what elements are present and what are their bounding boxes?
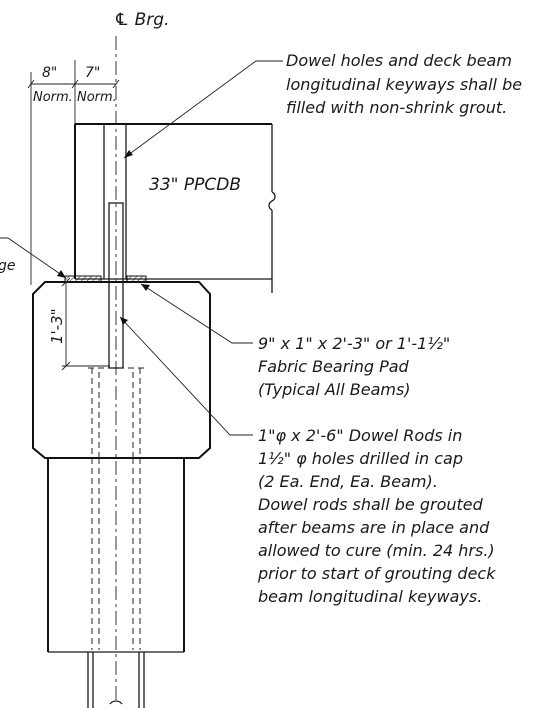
grout-note: Dowel holes and deck beam longitudinal k…	[286, 51, 522, 117]
dowel-leader-arrow	[120, 317, 128, 325]
bearing-pad-leader-arrow	[141, 284, 150, 291]
dim-right-note: Norm.	[77, 90, 117, 105]
grout-note-line-2: longitudinal keyways shall be	[286, 75, 522, 94]
dim-tick-2	[71, 79, 79, 89]
dim-left-note: Norm.	[33, 90, 73, 105]
dowel-note-line-6: allowed to cure (min. 24 hrs.)	[258, 541, 495, 560]
grout-note-line-3: filled with non-shrink grout.	[286, 98, 507, 117]
grout-leader	[123, 60, 283, 159]
dowel-note-line-5: after beams are in place and	[258, 518, 490, 537]
dowel-rods-note: 1"φ x 2'-6" Dowel Rods in 1½" φ holes dr…	[257, 426, 496, 606]
cut-off-leader	[0, 237, 67, 279]
grout-leader-arrow	[124, 150, 133, 158]
cap-depth-label: 1'-3"	[48, 308, 66, 344]
cap-dim-tick-top	[61, 277, 71, 287]
dowel-note-line-8: beam longitudinal keyways.	[258, 587, 482, 606]
pile-break-symbol	[109, 700, 123, 705]
bearing-pad-note-line-2: Fabric Bearing Pad	[258, 357, 410, 376]
dowel-leader	[119, 316, 253, 436]
bearing-pad-leader	[140, 283, 253, 344]
dim-left-value: 8"	[42, 65, 57, 81]
dim-tick-1	[27, 79, 35, 89]
dowel-note-line-1: 1"φ x 2'-6" Dowel Rods in	[258, 426, 462, 445]
bearing-pad-note: 9" x 1" x 2'-3" or 1'-1½" Fabric Bearing…	[258, 334, 450, 399]
bearing-pad-note-line-3: (Typical All Beams)	[258, 380, 411, 399]
beam-label: 33" PPCDB	[149, 175, 241, 195]
dim-right-value: 7"	[85, 65, 100, 81]
dowel-note-line-4: Dowel rods shall be grouted	[258, 495, 484, 514]
dowel-rod	[108, 202, 124, 369]
dowel-note-line-3: (2 Ea. End, Ea. Beam).	[258, 472, 438, 491]
pier-cap	[32, 281, 211, 459]
cut-off-leader-arrow	[57, 270, 66, 278]
beam-break-symbol	[268, 191, 276, 211]
centerline-label: ℄ Brg.	[114, 10, 170, 30]
dim-tick-3	[112, 79, 120, 89]
bearing-pad-note-line-1: 9" x 1" x 2'-3" or 1'-1½"	[258, 334, 450, 353]
grout-note-line-1: Dowel holes and deck beam	[286, 51, 512, 70]
dowel-note-line-2: 1½" φ holes drilled in cap	[258, 449, 463, 468]
dowel-note-line-7: prior to start of grouting deck	[257, 564, 496, 583]
cut-off-label: ge	[0, 258, 16, 274]
